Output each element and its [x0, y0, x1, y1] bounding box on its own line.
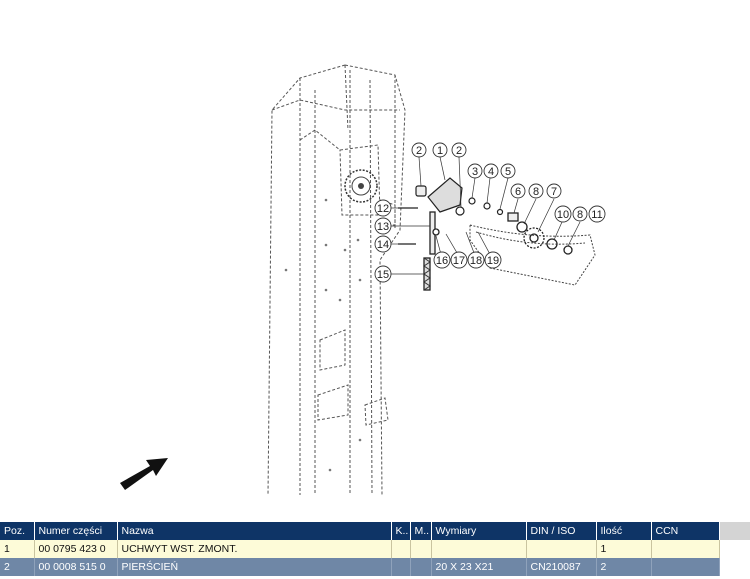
col-header-name[interactable]: Nazwa — [117, 522, 392, 540]
cell-name: PIERŚCIEŃ — [117, 558, 392, 576]
cell-poz: 1 — [0, 540, 35, 558]
svg-text:16: 16 — [436, 255, 448, 267]
cell-ccn — [651, 558, 720, 576]
svg-text:7: 7 — [551, 186, 557, 198]
table-header-row: Poz. Numer części Nazwa K.. M.. Wymiary … — [0, 522, 750, 540]
svg-text:17: 17 — [453, 255, 465, 267]
exploded-parts-drawing: 2 1 2 3 4 5 6 8 7 10 8 11 12 13 14 15 16… — [120, 64, 606, 496]
callout-2b: 2 — [451, 142, 467, 158]
svg-text:8: 8 — [577, 209, 583, 221]
callout-15: 15 — [374, 265, 392, 283]
chain-assembly — [469, 224, 596, 286]
callout-16: 16 — [433, 251, 451, 269]
callout-12: 12 — [374, 199, 392, 217]
frame-holes — [284, 198, 362, 472]
svg-text:12: 12 — [377, 203, 389, 215]
col-header-ccn[interactable]: CCN — [651, 522, 720, 540]
callout-19: 19 — [484, 251, 502, 269]
cell-quantity: 2 — [596, 558, 652, 576]
mast-frame-outline — [267, 64, 406, 496]
row-filler — [719, 558, 750, 576]
callout-5: 5 — [500, 163, 516, 179]
callout-8a: 8 — [528, 183, 544, 199]
table-row-selected[interactable]: 2 00 0008 515 0 PIERŚCIEŃ 20 X 23 X21 CN… — [0, 558, 750, 576]
table-row[interactable]: 1 00 0795 423 0 UCHWYT WST. ZMONT. 1 — [0, 540, 750, 558]
svg-text:2: 2 — [416, 145, 422, 157]
callout-11: 11 — [588, 205, 606, 223]
svg-text:2: 2 — [456, 145, 462, 157]
cell-dimensions — [431, 540, 527, 558]
col-header-k[interactable]: K.. — [391, 522, 411, 540]
callout-1: 1 — [432, 142, 448, 158]
arrow-up-right-icon — [120, 458, 168, 490]
col-header-part-number[interactable]: Numer części — [34, 522, 118, 540]
cell-quantity: 1 — [596, 540, 652, 558]
svg-text:10: 10 — [557, 209, 569, 221]
cell-poz: 2 — [0, 558, 35, 576]
col-header-m[interactable]: M.. — [410, 522, 432, 540]
cell-m — [410, 540, 432, 558]
callout-18: 18 — [467, 251, 485, 269]
callout-14: 14 — [374, 235, 392, 253]
header-filler — [719, 522, 750, 540]
callout-6: 6 — [510, 183, 526, 199]
svg-text:4: 4 — [488, 166, 494, 178]
svg-text:8: 8 — [533, 186, 539, 198]
svg-text:11: 11 — [591, 209, 602, 221]
svg-text:13: 13 — [377, 221, 389, 233]
cell-ccn — [651, 540, 720, 558]
cell-part-number: 00 0008 515 0 — [34, 558, 118, 576]
col-header-din-iso[interactable]: DIN / ISO — [526, 522, 597, 540]
chain-sprocket-left — [344, 169, 378, 203]
callout-10: 10 — [554, 205, 572, 223]
cell-din-iso — [526, 540, 597, 558]
svg-text:5: 5 — [505, 166, 511, 178]
sprocket-right — [507, 212, 573, 255]
callout-8b: 8 — [572, 206, 588, 222]
callout-3: 3 — [467, 163, 483, 179]
svg-text:1: 1 — [437, 145, 443, 157]
col-header-poz[interactable]: Poz. — [0, 522, 35, 540]
cell-k — [391, 558, 411, 576]
svg-text:18: 18 — [470, 255, 482, 267]
cell-m — [410, 558, 432, 576]
col-header-dimensions[interactable]: Wymiary — [431, 522, 527, 540]
callout-17: 17 — [450, 251, 468, 269]
callout-bubbles: 2 1 2 3 4 5 6 8 7 10 8 11 12 13 14 15 16… — [374, 142, 606, 283]
row-filler — [719, 540, 750, 558]
cell-din-iso: CN210087 — [526, 558, 597, 576]
svg-text:14: 14 — [377, 239, 389, 251]
svg-text:6: 6 — [515, 186, 521, 198]
col-header-quantity[interactable]: Ilość — [596, 522, 652, 540]
svg-text:15: 15 — [377, 269, 389, 281]
callout-13: 13 — [374, 217, 392, 235]
cell-name: UCHWYT WST. ZMONT. — [117, 540, 392, 558]
svg-text:19: 19 — [487, 255, 499, 267]
callout-4: 4 — [483, 163, 499, 179]
callout-7: 7 — [546, 183, 562, 199]
svg-text:3: 3 — [472, 166, 478, 178]
bolts-and-pins — [398, 207, 440, 291]
cell-part-number: 00 0795 423 0 — [34, 540, 118, 558]
parts-table: Poz. Numer części Nazwa K.. M.. Wymiary … — [0, 522, 750, 576]
cell-k — [391, 540, 411, 558]
cell-dimensions: 20 X 23 X21 — [431, 558, 527, 576]
callout-2a: 2 — [411, 142, 427, 158]
